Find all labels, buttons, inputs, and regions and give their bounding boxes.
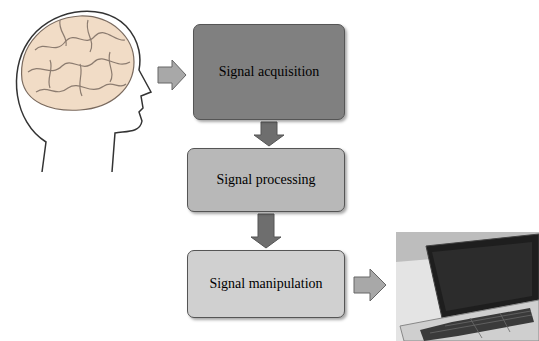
brain-shape xyxy=(22,16,134,110)
box-label: Signal manipulation xyxy=(199,275,332,293)
process-box: Signal manipulation xyxy=(187,250,345,318)
box-label: Signal acquisition xyxy=(209,63,330,81)
flow-arrow xyxy=(254,122,284,146)
output-arrow xyxy=(354,269,386,301)
box-label: Signal processing xyxy=(206,171,325,189)
process-box: Signal processing xyxy=(187,148,345,212)
laptop-picture xyxy=(396,232,539,341)
head-illustration xyxy=(16,11,151,172)
input-arrow xyxy=(158,60,186,90)
process-box: Signal acquisition xyxy=(193,24,345,120)
brain-folds xyxy=(28,20,130,96)
flow-arrow xyxy=(251,214,281,248)
head-outline xyxy=(16,11,151,172)
